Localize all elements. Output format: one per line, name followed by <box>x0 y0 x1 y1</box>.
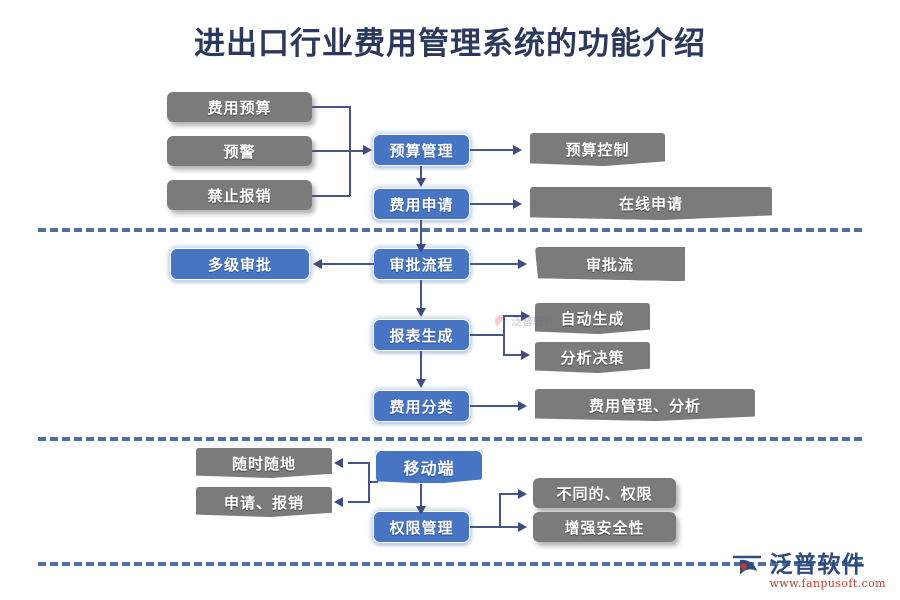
node-permission-management[interactable]: 权限管理 <box>373 511 470 543</box>
node-label: 报表生成 <box>389 326 454 345</box>
node-apply-reimburse[interactable]: 申请、报销 <box>196 487 332 517</box>
node-approval-flow[interactable]: 审批流程 <box>373 248 470 280</box>
connector <box>322 263 374 265</box>
node-label: 预警 <box>223 142 256 161</box>
arrow-icon <box>313 259 322 269</box>
connector <box>499 526 520 528</box>
arrow-icon <box>521 311 530 321</box>
node-multi-level-approval[interactable]: 多级审批 <box>170 248 310 280</box>
connector <box>470 263 520 265</box>
arrow-icon <box>416 308 426 317</box>
node-budget-control[interactable]: 预算控制 <box>530 133 665 166</box>
node-cost-budget[interactable]: 费用预算 <box>167 92 312 122</box>
arrow-icon <box>513 145 522 155</box>
node-auto-generate[interactable]: 自动生成 <box>535 303 650 334</box>
logo-name: 泛普软件 <box>769 551 866 578</box>
logo-text: 泛普软件 www.fanpusoft.com <box>769 553 886 590</box>
node-label: 费用申请 <box>389 195 454 214</box>
arrow-icon <box>416 506 426 515</box>
node-label: 审批流 <box>585 255 634 274</box>
node-anytime-anywhere[interactable]: 随时随地 <box>196 448 332 478</box>
node-label: 预算管理 <box>389 141 454 160</box>
arrow-icon <box>518 259 527 269</box>
connector <box>312 195 350 197</box>
connector <box>470 526 500 528</box>
node-cost-category[interactable]: 费用分类 <box>373 390 470 422</box>
arrow-icon <box>518 489 527 499</box>
arrow-icon <box>334 458 343 468</box>
node-cost-mgmt-analysis[interactable]: 费用管理、分析 <box>535 389 755 421</box>
connector <box>368 481 378 483</box>
node-analysis-decision[interactable]: 分析决策 <box>535 342 650 373</box>
connector <box>470 334 504 336</box>
divider-bottom <box>38 562 862 566</box>
node-label: 增强安全性 <box>564 518 645 537</box>
node-label: 费用预算 <box>207 98 272 117</box>
node-label: 多级审批 <box>207 255 272 274</box>
node-label: 自动生成 <box>560 310 625 328</box>
connector <box>499 493 520 495</box>
node-label: 移动端 <box>403 459 455 478</box>
brand-logo: 泛普软件 www.fanpusoft.com <box>731 553 886 590</box>
node-label: 在线申请 <box>618 195 683 213</box>
node-label: 分析决策 <box>560 349 625 367</box>
connector <box>503 315 505 355</box>
connector <box>470 149 515 151</box>
node-approval-stream[interactable]: 审批流 <box>535 247 685 281</box>
connector <box>470 203 515 205</box>
arrow-icon <box>363 145 372 155</box>
node-label: 预算控制 <box>565 141 630 159</box>
node-label: 申请、报销 <box>223 493 304 512</box>
arrow-icon <box>518 522 527 532</box>
node-label: 权限管理 <box>389 518 454 537</box>
connector <box>312 106 350 108</box>
node-different-permissions[interactable]: 不同的、权限 <box>533 478 676 508</box>
connector <box>499 493 501 527</box>
node-online-apply[interactable]: 在线申请 <box>530 187 772 220</box>
connector <box>420 484 422 508</box>
node-label: 随时随地 <box>231 454 296 473</box>
divider-middle <box>38 437 862 441</box>
arrow-icon <box>334 497 343 507</box>
connector <box>420 220 422 246</box>
connector <box>348 462 370 464</box>
node-enhance-security[interactable]: 增强安全性 <box>533 512 676 542</box>
logo-url: www.fanpusoft.com <box>769 577 886 590</box>
connector <box>420 280 422 310</box>
node-cost-application[interactable]: 费用申请 <box>373 188 470 220</box>
node-label: 审批流程 <box>389 255 454 274</box>
fanpu-logo-icon <box>731 553 765 587</box>
node-early-warning[interactable]: 预警 <box>167 136 312 166</box>
arrow-icon <box>416 379 426 388</box>
node-label: 禁止报销 <box>207 186 272 205</box>
connector <box>503 354 523 356</box>
node-mobile-terminal[interactable]: 移动端 <box>375 450 483 484</box>
connector <box>503 315 523 317</box>
arrow-icon <box>521 350 530 360</box>
node-report-generate[interactable]: 报表生成 <box>373 319 470 351</box>
connector <box>420 351 422 381</box>
page-title: 进出口行业费用管理系统的功能介绍 <box>194 26 706 62</box>
connector <box>312 150 365 152</box>
node-label: 不同的、权限 <box>556 484 653 503</box>
arrow-icon <box>416 244 426 253</box>
arrow-icon <box>518 401 527 411</box>
node-budget-management[interactable]: 预算管理 <box>373 134 470 166</box>
arrow-icon <box>416 178 426 187</box>
connector <box>470 405 520 407</box>
connector <box>348 501 370 503</box>
node-label: 费用管理、分析 <box>588 396 701 415</box>
node-surface <box>535 247 685 281</box>
connector <box>420 166 422 179</box>
divider-top <box>38 228 862 232</box>
arrow-icon <box>513 199 522 209</box>
node-ban-reimburse[interactable]: 禁止报销 <box>167 180 312 210</box>
node-label: 费用分类 <box>389 397 454 416</box>
